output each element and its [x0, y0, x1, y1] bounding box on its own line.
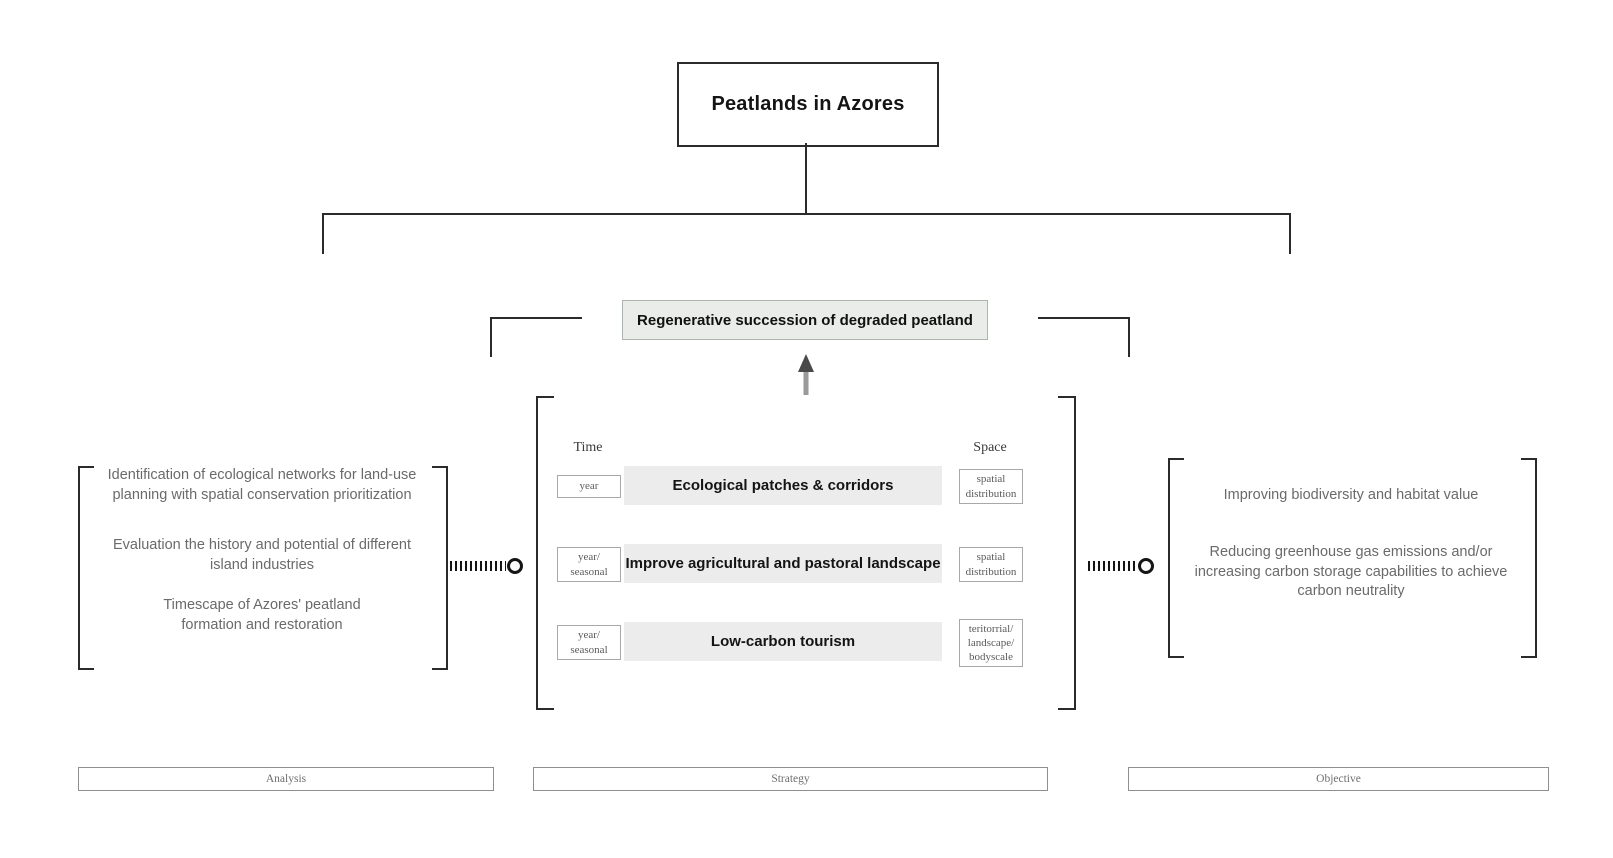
- analysis-link-circle-node-icon: [507, 558, 523, 574]
- time-scale-box: year: [557, 475, 621, 498]
- strategy-action-box: Ecological patches & corridors: [624, 466, 942, 505]
- objective-link-circle-node-icon: [1138, 558, 1154, 574]
- analysis-item: Evaluation the history and potential of …: [113, 537, 411, 573]
- up-arrow-icon: [798, 354, 814, 395]
- header-corner-connector-left: [490, 317, 582, 357]
- analysis-bracket-close: [432, 466, 448, 670]
- strategy-footer-label: Strategy: [771, 773, 810, 785]
- objective-bracket-close: [1521, 458, 1537, 658]
- strategy-action-label: Improve agricultural and pastoral landsc…: [625, 555, 941, 572]
- space-scale-box: spatial distribution: [959, 547, 1023, 582]
- branch-connector: [322, 213, 1291, 254]
- strategy-action-box: Low-carbon tourism: [624, 622, 942, 661]
- objective-footer-box: Objective: [1128, 767, 1549, 791]
- time-scale-box: year/ seasonal: [557, 625, 621, 660]
- strategy-action-label: Low-carbon tourism: [710, 633, 856, 650]
- objective-bracket-open: [1168, 458, 1184, 658]
- strategy-header-label: Regenerative succession of degraded peat…: [637, 311, 973, 329]
- time-scale-box: year/ seasonal: [557, 547, 621, 582]
- analysis-link-dashed-line: [450, 561, 506, 571]
- diagram-title: Peatlands in Azores: [711, 93, 905, 115]
- strategy-header-box: Regenerative succession of degraded peat…: [622, 300, 988, 340]
- strategy-action-label: Ecological patches & corridors: [672, 477, 894, 494]
- root-connector-stem: [805, 143, 807, 213]
- analysis-bracket-open: [78, 466, 94, 670]
- strategy-bracket-open: [536, 396, 554, 710]
- space-column-header: Space: [973, 440, 1007, 455]
- objective-footer-label: Objective: [1316, 773, 1361, 785]
- analysis-footer-box: Analysis: [78, 767, 494, 791]
- objective-item: Improving biodiversity and habitat value: [1223, 487, 1479, 503]
- space-scale-box: teritorrial/ landscape/ bodyscale: [959, 619, 1023, 667]
- objective-item: Reducing greenhouse gas emissions and/or…: [1194, 544, 1508, 600]
- strategy-action-box: Improve agricultural and pastoral landsc…: [624, 544, 942, 583]
- strategy-bracket-close: [1058, 396, 1076, 710]
- objective-link-dashed-line: [1088, 561, 1138, 571]
- time-column-header: Time: [573, 440, 603, 455]
- header-corner-connector-right: [1038, 317, 1130, 357]
- root-node-box: Peatlands in Azores: [677, 62, 939, 147]
- strategy-footer-box: Strategy: [533, 767, 1048, 791]
- analysis-item: Identification of ecological networks fo…: [107, 467, 417, 503]
- analysis-item: Timescape of Azores' peatland formation …: [163, 597, 361, 633]
- analysis-footer-label: Analysis: [265, 773, 307, 785]
- space-scale-box: spatial distribution: [959, 469, 1023, 504]
